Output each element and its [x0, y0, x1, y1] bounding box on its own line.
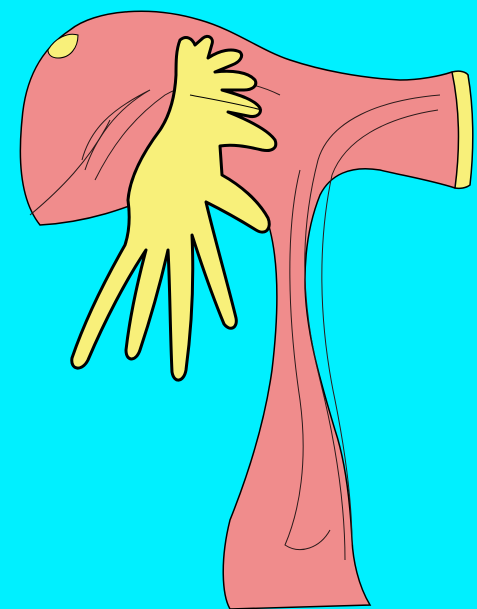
illustration-svg — [0, 0, 477, 609]
illustration-canvas — [0, 0, 477, 609]
